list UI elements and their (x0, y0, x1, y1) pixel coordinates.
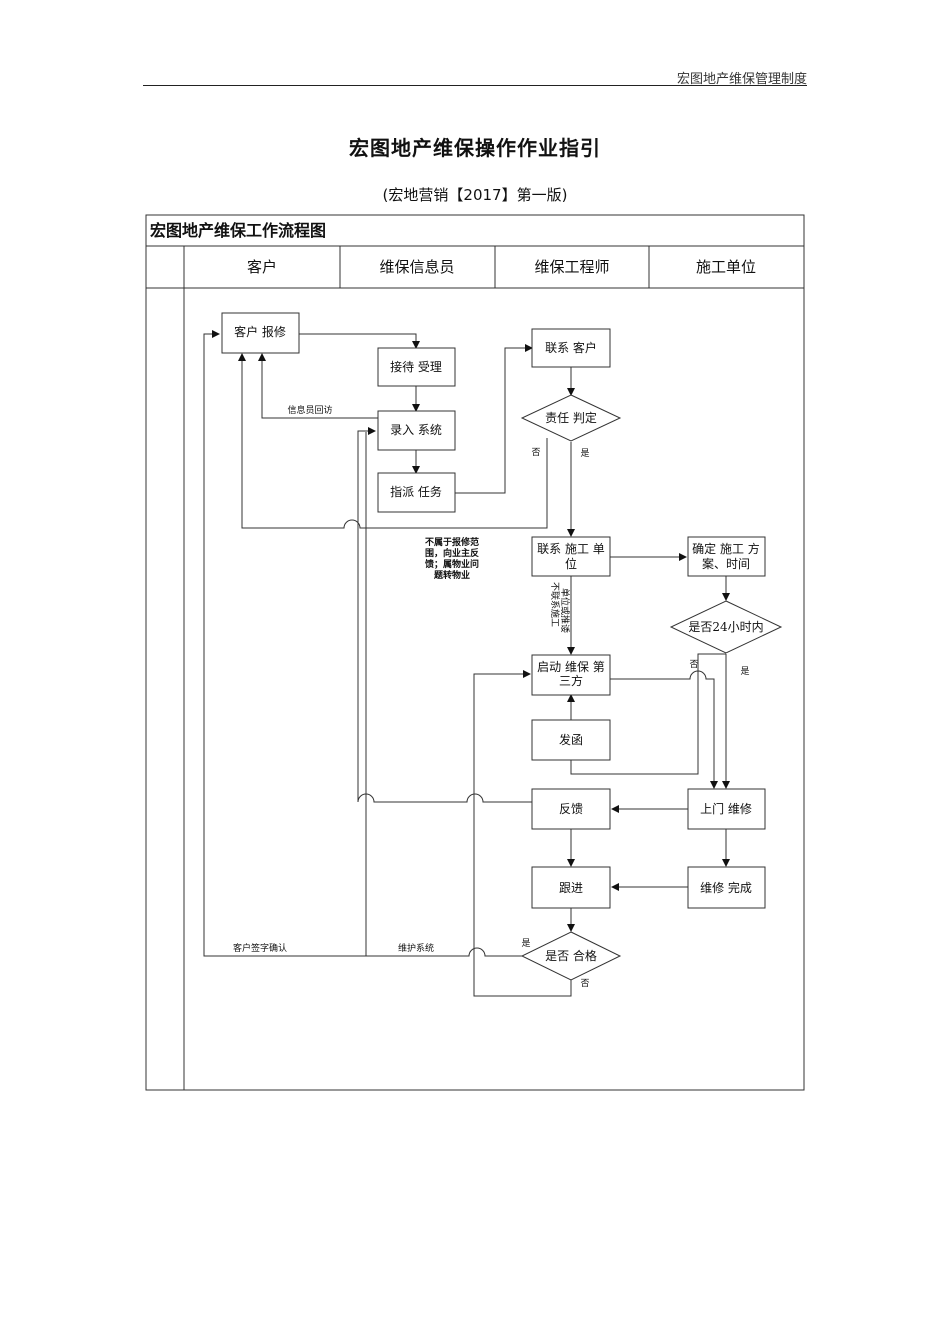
label-24h-yes: 是 (740, 666, 749, 677)
lane-header-customer: 客户 (247, 258, 277, 276)
label-qualified-yes: 是 (521, 938, 530, 949)
label-vertical-note-1: 不联系施工 (549, 582, 561, 627)
document-title: 宏图地产维保操作作业指引 (349, 136, 601, 160)
node-repair-complete: 维修 完成 (700, 880, 752, 895)
document-subtitle: (宏地营销【2017】第一版) (382, 186, 568, 204)
node-reception: 接待 受理 (390, 359, 442, 374)
label-qualified-no: 否 (580, 978, 589, 989)
table-frame (145, 214, 805, 1091)
lane-header-contractor: 施工单位 (696, 258, 756, 276)
running-header: 宏图地产维保管理制度 (676, 72, 807, 87)
node-contact-customer: 联系 客户 (545, 340, 597, 355)
label-responsibility-yes: 是 (580, 448, 589, 459)
connectors (203, 330, 730, 997)
node-confirm-plan-line1: 确定 施工 方 (692, 541, 760, 556)
svg-text:馈；属物业问: 馈；属物业问 (425, 558, 479, 570)
node-contact-unit-line1: 联系 施工 单 (537, 542, 605, 556)
label-vertical-note-2: 单位或推诿 (559, 588, 571, 633)
node-feedback: 反馈 (559, 802, 583, 816)
label-not-in-scope: 不属于报修范 围，向业主反 馈；属物业问 题转物业 (425, 536, 479, 581)
process-boxes (221, 312, 783, 981)
lane-header-engineer: 维保工程师 (534, 258, 609, 276)
node-report: 客户 报修 (234, 324, 286, 339)
node-followup: 跟进 (559, 881, 583, 895)
node-entry: 录入 系统 (390, 423, 442, 437)
node-contact-unit-line2: 位 (565, 556, 577, 571)
node-assign: 指派 任务 (390, 484, 442, 499)
node-confirm-plan-line2: 案、时间 (702, 556, 750, 571)
label-24h-no: 否 (689, 659, 698, 670)
svg-text:题转物业: 题转物业 (433, 569, 470, 581)
label-info-callback: 信息员回访 (287, 404, 332, 416)
node-responsibility: 责任 判定 (545, 410, 597, 425)
node-third-party-line2: 三方 (559, 673, 583, 688)
node-letter: 发函 (559, 732, 583, 747)
svg-text:围，向业主反: 围，向业主反 (425, 547, 479, 559)
node-third-party-line1: 启动 维保 第 (537, 660, 605, 674)
svg-text:不属于报修范: 不属于报修范 (425, 536, 479, 548)
header-rule (143, 85, 807, 86)
lane-header-info-officer: 维保信息员 (379, 258, 454, 276)
table-title: 宏图地产维保工作流程图 (150, 221, 326, 240)
node-qualified: 是否 合格 (545, 948, 597, 963)
label-maintain-system: 维护系统 (398, 942, 434, 954)
label-responsibility-no: 否 (531, 447, 540, 458)
node-within-24h: 是否24小时内 (688, 620, 763, 634)
label-customer-sign: 客户签字确认 (233, 942, 287, 954)
node-onsite-repair: 上门 维修 (700, 801, 752, 816)
